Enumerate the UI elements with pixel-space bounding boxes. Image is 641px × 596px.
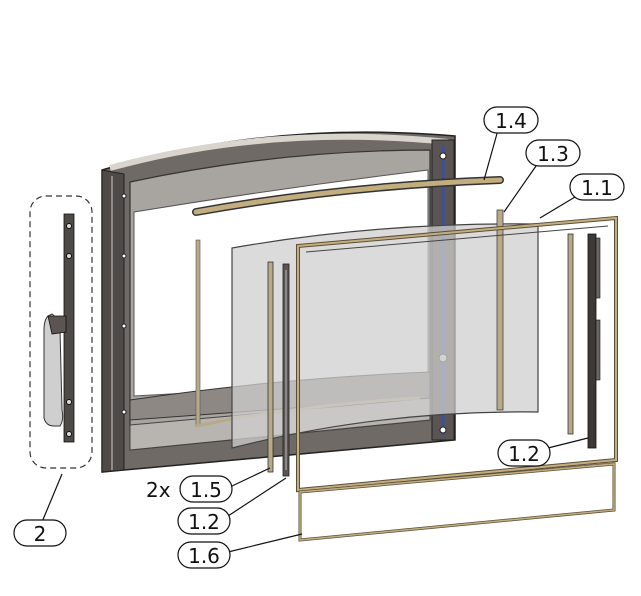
- right-rods: [567, 233, 601, 449]
- callout-2: 2: [13, 519, 67, 547]
- callout-1-1-label: 1.1: [581, 176, 613, 200]
- leader-lines: [41, 129, 589, 553]
- callout-1-1: 1.1: [569, 173, 625, 201]
- callout-1-5: 2x 1.5: [146, 475, 233, 503]
- callout-1-3: 1.3: [525, 139, 581, 167]
- bottom-plate-1-6: [298, 462, 616, 542]
- callout-1-2-right-label: 1.2: [508, 442, 540, 466]
- callout-1-2-left-label: 1.2: [188, 510, 220, 534]
- left-rods: [267, 261, 290, 477]
- callout-1-2-left: 1.2: [177, 507, 231, 535]
- quantity-prefix: 2x: [146, 478, 171, 502]
- callout-2-label: 2: [34, 522, 47, 546]
- callout-1-6: 1.6: [177, 541, 231, 569]
- front-frame-1-1: [296, 215, 618, 493]
- vertical-strip-1-3: [496, 209, 504, 411]
- glass-pane: [231, 223, 539, 449]
- callout-1-6-label: 1.6: [188, 544, 220, 568]
- callout-1-4-label: 1.4: [495, 109, 527, 133]
- callout-1-5-label: 1.5: [190, 478, 222, 502]
- top-seal-1-4: [192, 176, 504, 216]
- callout-1-4: 1.4: [483, 106, 539, 134]
- handle-assembly-2: [29, 195, 93, 469]
- callout-1-2-right: 1.2: [497, 439, 551, 467]
- callout-1-3-label: 1.3: [537, 142, 569, 166]
